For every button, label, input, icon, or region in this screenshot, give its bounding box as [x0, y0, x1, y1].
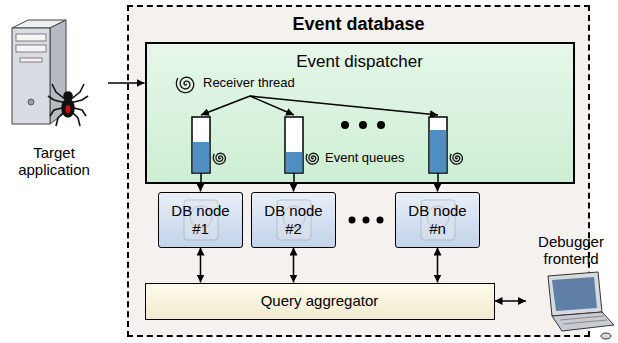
connector-arrow: [200, 184, 202, 192]
receiver-arrows: [201, 96, 438, 115]
annotation-label: Receiver thread: [203, 75, 295, 90]
drawing-part: [341, 121, 349, 129]
thread-spiral: [176, 77, 193, 92]
connector-arrow: [108, 82, 145, 84]
thread-spiral: [450, 153, 462, 164]
drawing-part: [16, 34, 46, 41]
connector-arrow: [437, 248, 439, 283]
thread-spirals: [176, 77, 462, 164]
drawing-part: [429, 117, 447, 173]
drawing-part: [184, 200, 218, 240]
connector-arrow: [495, 300, 527, 302]
drawing-part: [12, 28, 50, 124]
node-label: DB node #1: [166, 202, 236, 237]
event-queue: [429, 117, 447, 173]
drawing-part: [293, 173, 295, 184]
drawing-part: [548, 272, 602, 316]
computer-icon: [12, 20, 66, 124]
aggregator-box: Query aggregator: [145, 283, 495, 320]
node-label: Target application: [4, 144, 104, 179]
drawing-part: [552, 277, 597, 311]
node-label: Event dispatcher: [296, 52, 423, 72]
drawing-part: [192, 117, 210, 173]
drawing-part: [349, 217, 356, 224]
drawing-part: [200, 173, 202, 184]
drawing-part: [363, 217, 370, 224]
node-label: Event database: [292, 14, 424, 35]
drawing-part: [421, 200, 455, 240]
drawing-part: [359, 121, 367, 129]
drawing-part: [66, 105, 71, 113]
drawing-part: [286, 152, 303, 172]
drawing-part: [62, 99, 74, 117]
laptop-icon: [548, 272, 614, 339]
drawing-part: [28, 99, 34, 105]
drawing-part: [277, 200, 311, 240]
drawing-part: [601, 333, 611, 339]
ellipsis-dots: [341, 121, 385, 224]
drawing-part: [430, 130, 447, 172]
drawing-part: [283, 206, 305, 228]
drawing-part: [563, 320, 607, 324]
node-label: DB node #n: [403, 202, 473, 237]
drawing-part: [427, 206, 449, 228]
drawing-part: [64, 92, 72, 100]
drawing-part: [377, 217, 384, 224]
drawing-part: [377, 121, 385, 129]
drawing-part: [190, 206, 212, 228]
thread-spiral: [306, 153, 318, 164]
drawing-part: [193, 142, 210, 172]
drawing-part: [552, 312, 614, 331]
annotation-label: Event queues: [325, 150, 405, 165]
spider-icon: [48, 84, 88, 126]
event-queue: [192, 117, 210, 173]
node-label: Debugger frontend: [529, 233, 613, 268]
drawing-part: [16, 45, 46, 52]
drawing-part: [20, 58, 42, 62]
drawing-part: [201, 96, 250, 115]
connector-arrow: [200, 248, 202, 283]
event-queue: [285, 117, 303, 173]
connector-arrow: [437, 184, 439, 192]
connector-arrow: [293, 184, 295, 192]
drawing-part: [285, 117, 303, 173]
drawing-part: [437, 173, 439, 184]
connector-arrow: [293, 248, 295, 283]
node-label: DB node #2: [259, 202, 329, 237]
thread-spiral: [213, 153, 225, 164]
queue-stubs: [201, 173, 438, 184]
drawing-part: [560, 316, 604, 320]
disk-icon: [184, 200, 455, 240]
node-label: Query aggregator: [261, 292, 379, 309]
drawing-part: [250, 96, 438, 115]
